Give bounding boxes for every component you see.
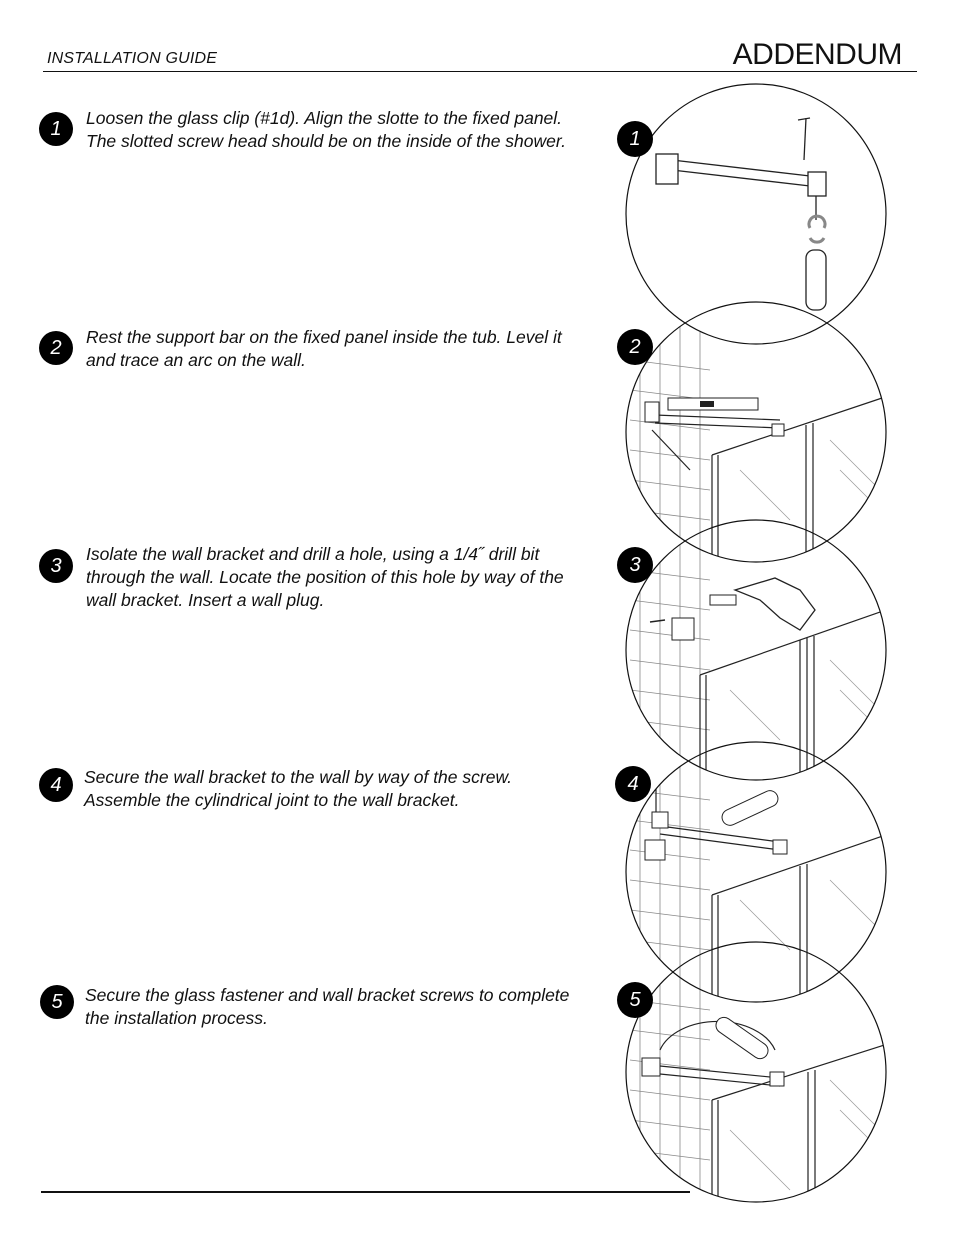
step-5-text: Secure the glass fastener and wall brack…: [85, 985, 570, 1028]
step-3-text: Isolate the wall bracket and drill a hol…: [86, 544, 564, 610]
header-rule: [43, 71, 917, 72]
step-3-number-badge: 3: [39, 549, 73, 583]
step-1-number-badge: 1: [39, 112, 73, 146]
step-4-number-badge: 4: [39, 768, 73, 802]
header-addendum-title: ADDENDUM: [732, 38, 903, 71]
illustration-4-badge: 4: [615, 766, 651, 802]
footer-rule: [41, 1191, 690, 1193]
step-5-number-badge: 5: [40, 985, 74, 1019]
illustration-step-4: [626, 742, 886, 1002]
illustration-2-badge: 2: [617, 329, 653, 365]
step-2-text: Rest the support bar on the fixed panel …: [86, 327, 562, 370]
header-guide-label: INSTALLATION GUIDE: [47, 50, 218, 67]
illustration-step-3: [626, 520, 886, 780]
illustration-step-2: [626, 302, 886, 562]
step-1-text: Loosen the glass clip (#1d). Align the s…: [86, 108, 566, 151]
illustration-step-1: [626, 84, 886, 344]
illustration-1-badge: 1: [617, 121, 653, 157]
step-2-number-badge: 2: [39, 331, 73, 365]
illustration-5-badge: 5: [617, 982, 653, 1018]
illustration-3-badge: 3: [617, 547, 653, 583]
step-4-text: Secure the wall bracket to the wall by w…: [84, 767, 512, 810]
